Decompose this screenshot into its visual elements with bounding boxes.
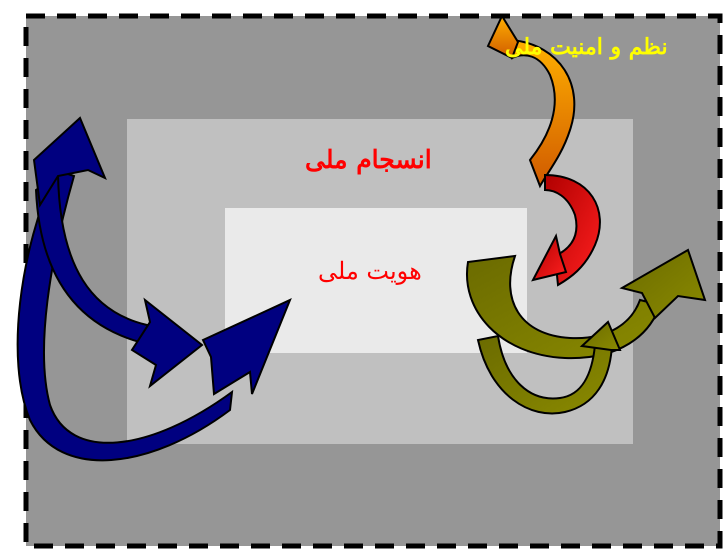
outer-box-label: نظم و امنیت ملی [505,34,668,60]
navy-arrow-upper-head [32,116,107,208]
navy-arrow-long-head [201,298,292,396]
orange-arrow-body [511,38,576,189]
olive-arrow-big-head [619,248,707,320]
red-arrow-head [531,233,568,282]
middle-box-label: انسجام ملی [305,145,432,174]
orange-arrow-head [486,13,520,60]
navy-arrow-right-head [130,297,204,389]
olive-arrow-small-head [579,320,622,351]
inner-box-label: هویت ملی [318,257,422,285]
navy-arrow-back-band [16,168,234,462]
